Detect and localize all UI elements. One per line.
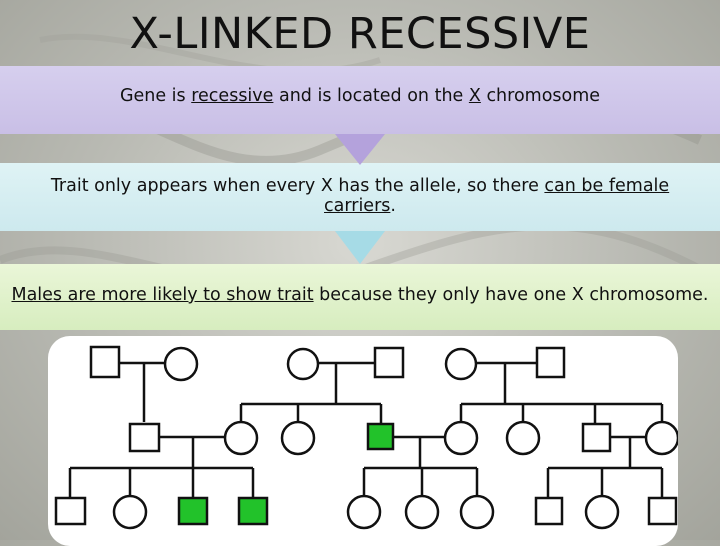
info-band-2: Trait only appears when every X has the … — [0, 163, 720, 231]
band1-text-mid: and is located on the — [273, 86, 469, 106]
pedigree-male — [89, 345, 121, 379]
band3-text-post: because they only have one X chromosome. — [313, 285, 709, 305]
arrow-down-2 — [335, 231, 385, 264]
pedigree-male — [373, 346, 405, 379]
page-title: X-LINKED RECESSIVE — [129, 9, 591, 59]
band1-text-post: chromosome — [480, 86, 601, 106]
pedigree-female — [459, 494, 495, 530]
band2-text-pre: Trait only appears when every X has the … — [50, 176, 545, 196]
pedigree-chart — [48, 336, 678, 546]
band2-text-post: . — [390, 196, 396, 216]
arrow-down-1 — [335, 134, 385, 165]
band2-carriers-term: carriers — [324, 196, 391, 216]
band1-text-pre: Gene is — [119, 86, 192, 106]
pedigree-affected-male — [366, 422, 395, 451]
pedigree-female — [404, 494, 440, 530]
pedigree-female — [286, 347, 320, 381]
pedigree-affected-male — [237, 496, 269, 526]
pedigree-female — [644, 420, 678, 456]
pedigree-affected-male — [177, 496, 209, 526]
pedigree-male — [54, 496, 87, 526]
pedigree-female — [163, 346, 199, 382]
pedigree-male — [581, 422, 612, 453]
flow-arrows — [335, 134, 385, 264]
band3-males-term: Males are more likely to show trait — [11, 285, 314, 305]
pedigree-male — [128, 422, 161, 453]
pedigree-female — [505, 420, 541, 456]
pedigree-female — [443, 420, 479, 456]
band1-recessive-term: recessive — [191, 86, 274, 106]
info-band-3: Males are more likely to show trait beca… — [0, 264, 720, 330]
pedigree-female — [444, 347, 478, 381]
pedigree-female — [223, 420, 259, 456]
pedigree-male — [535, 346, 566, 379]
pedigree-female — [584, 494, 620, 530]
band2-female-term: can be female — [544, 176, 670, 196]
pedigree-female — [280, 420, 316, 456]
pedigree-svg — [54, 345, 678, 530]
pedigree-female — [346, 494, 382, 530]
pedigree-female — [112, 494, 148, 530]
info-band-1: Gene is recessive and is located on the … — [0, 66, 720, 134]
pedigree-male — [647, 496, 678, 526]
pedigree-male — [534, 496, 564, 526]
band1-x-term: X — [468, 86, 481, 106]
